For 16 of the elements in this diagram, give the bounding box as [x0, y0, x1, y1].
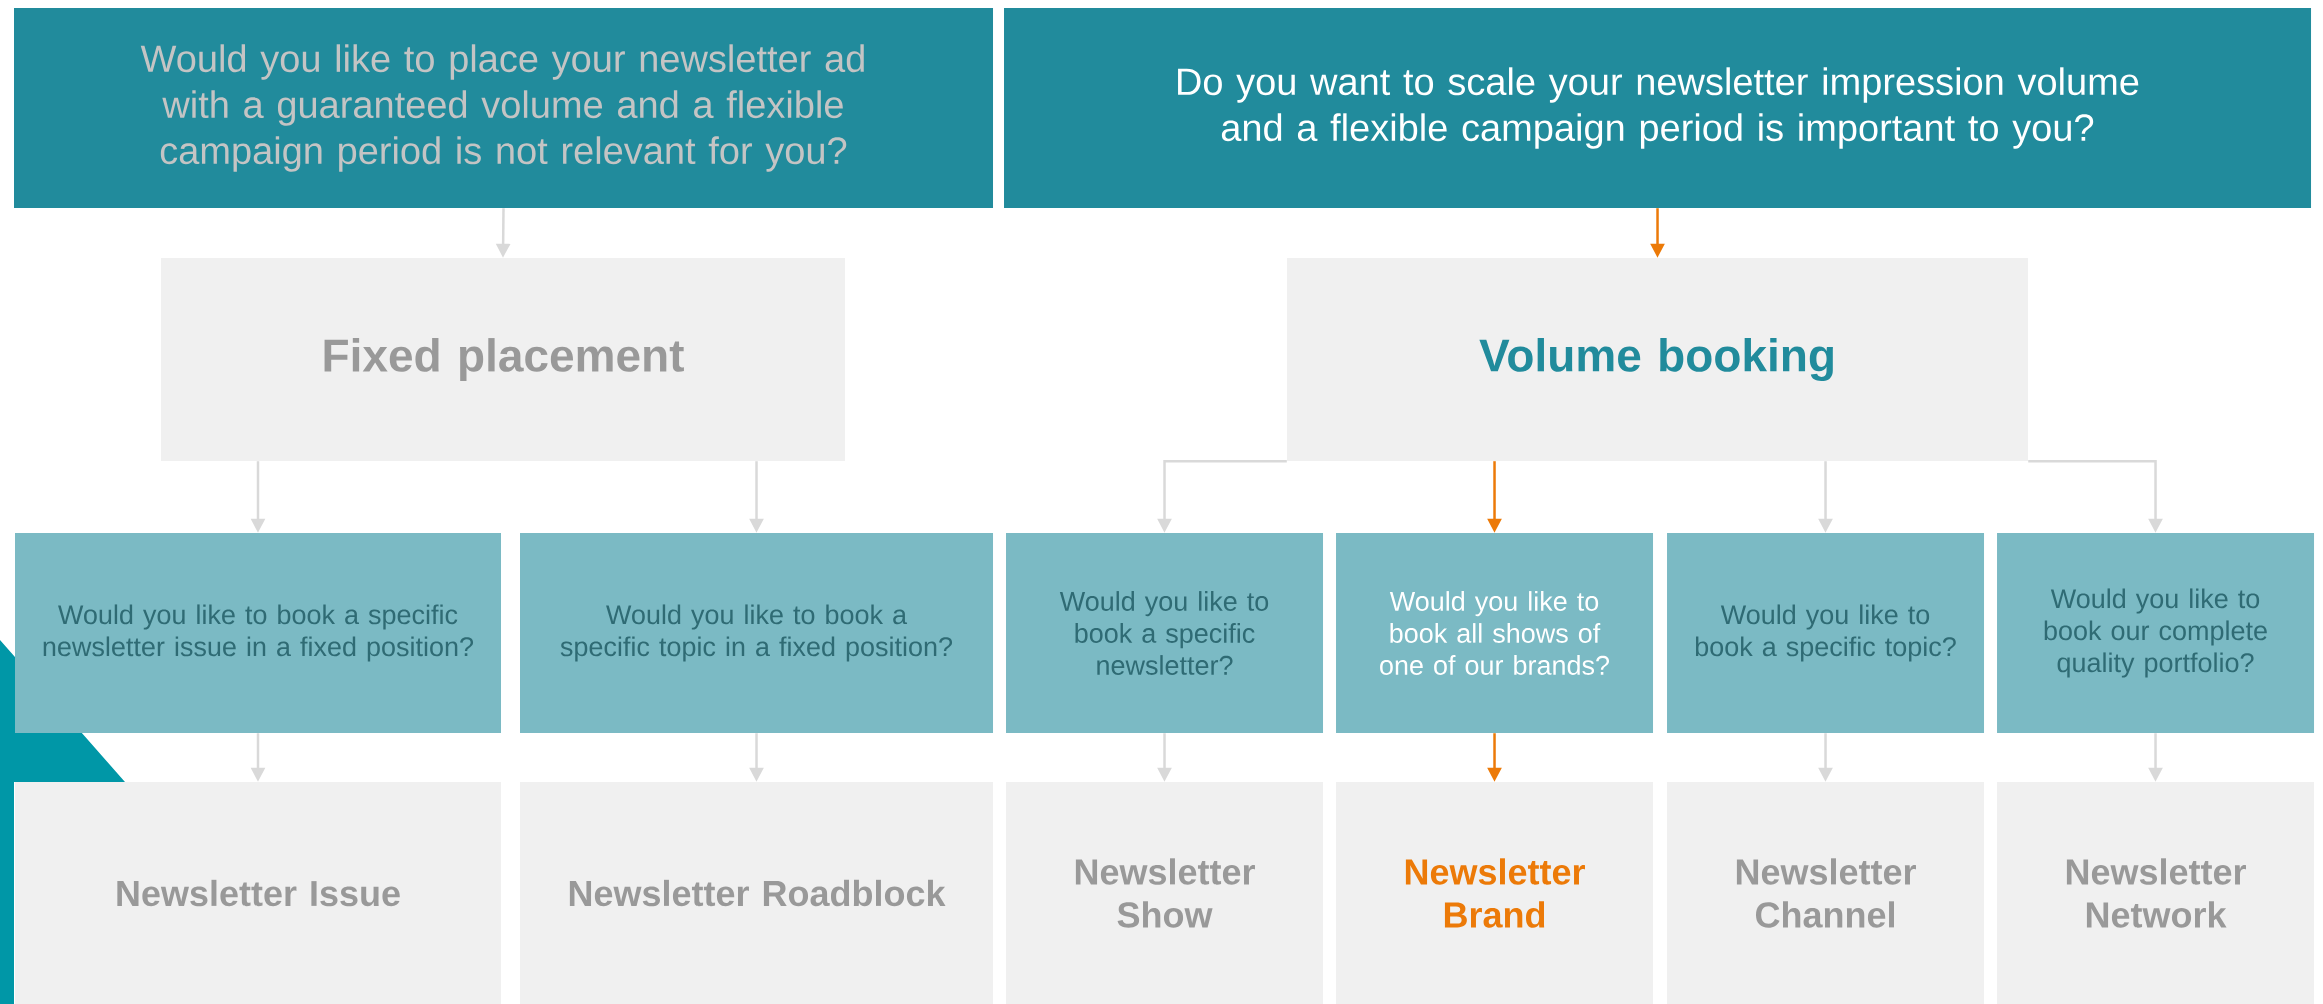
question-box: Would you like to book a specific newsletter? [1006, 533, 1323, 733]
product-box: Newsletter Issue [15, 782, 501, 1004]
question-box: Would you like to book a specific newsletter issue in a fixed position? [15, 533, 501, 733]
question-box: Would you like to book a specific topic in a fixed position? [520, 533, 993, 733]
question-box: Would you like to book all shows of one of our brands? [1336, 533, 1653, 733]
question-box: Would you like to book a specific topic? [1667, 533, 1985, 733]
category-box: Volume booking [1287, 258, 2029, 461]
question-box: Would you like to place your newsletter ad with a guaranteed volume and a flexible campaign period is not relevant for you? [14, 8, 993, 208]
product-box: Newsletter Show [1006, 782, 1323, 1004]
question-box: Do you want to scale your newsletter impression volume and a flexible campaign period is important to you? [1004, 8, 2312, 208]
question-box: Would you like to book our complete quality portfolio? [1997, 533, 2315, 733]
product-box: Newsletter Channel [1667, 782, 1985, 1004]
product-box: Newsletter Network [1997, 782, 2315, 1004]
product-box: Newsletter Roadblock [520, 782, 993, 1004]
category-box: Fixed placement [161, 258, 845, 461]
product-box: Newsletter Brand [1336, 782, 1653, 1004]
